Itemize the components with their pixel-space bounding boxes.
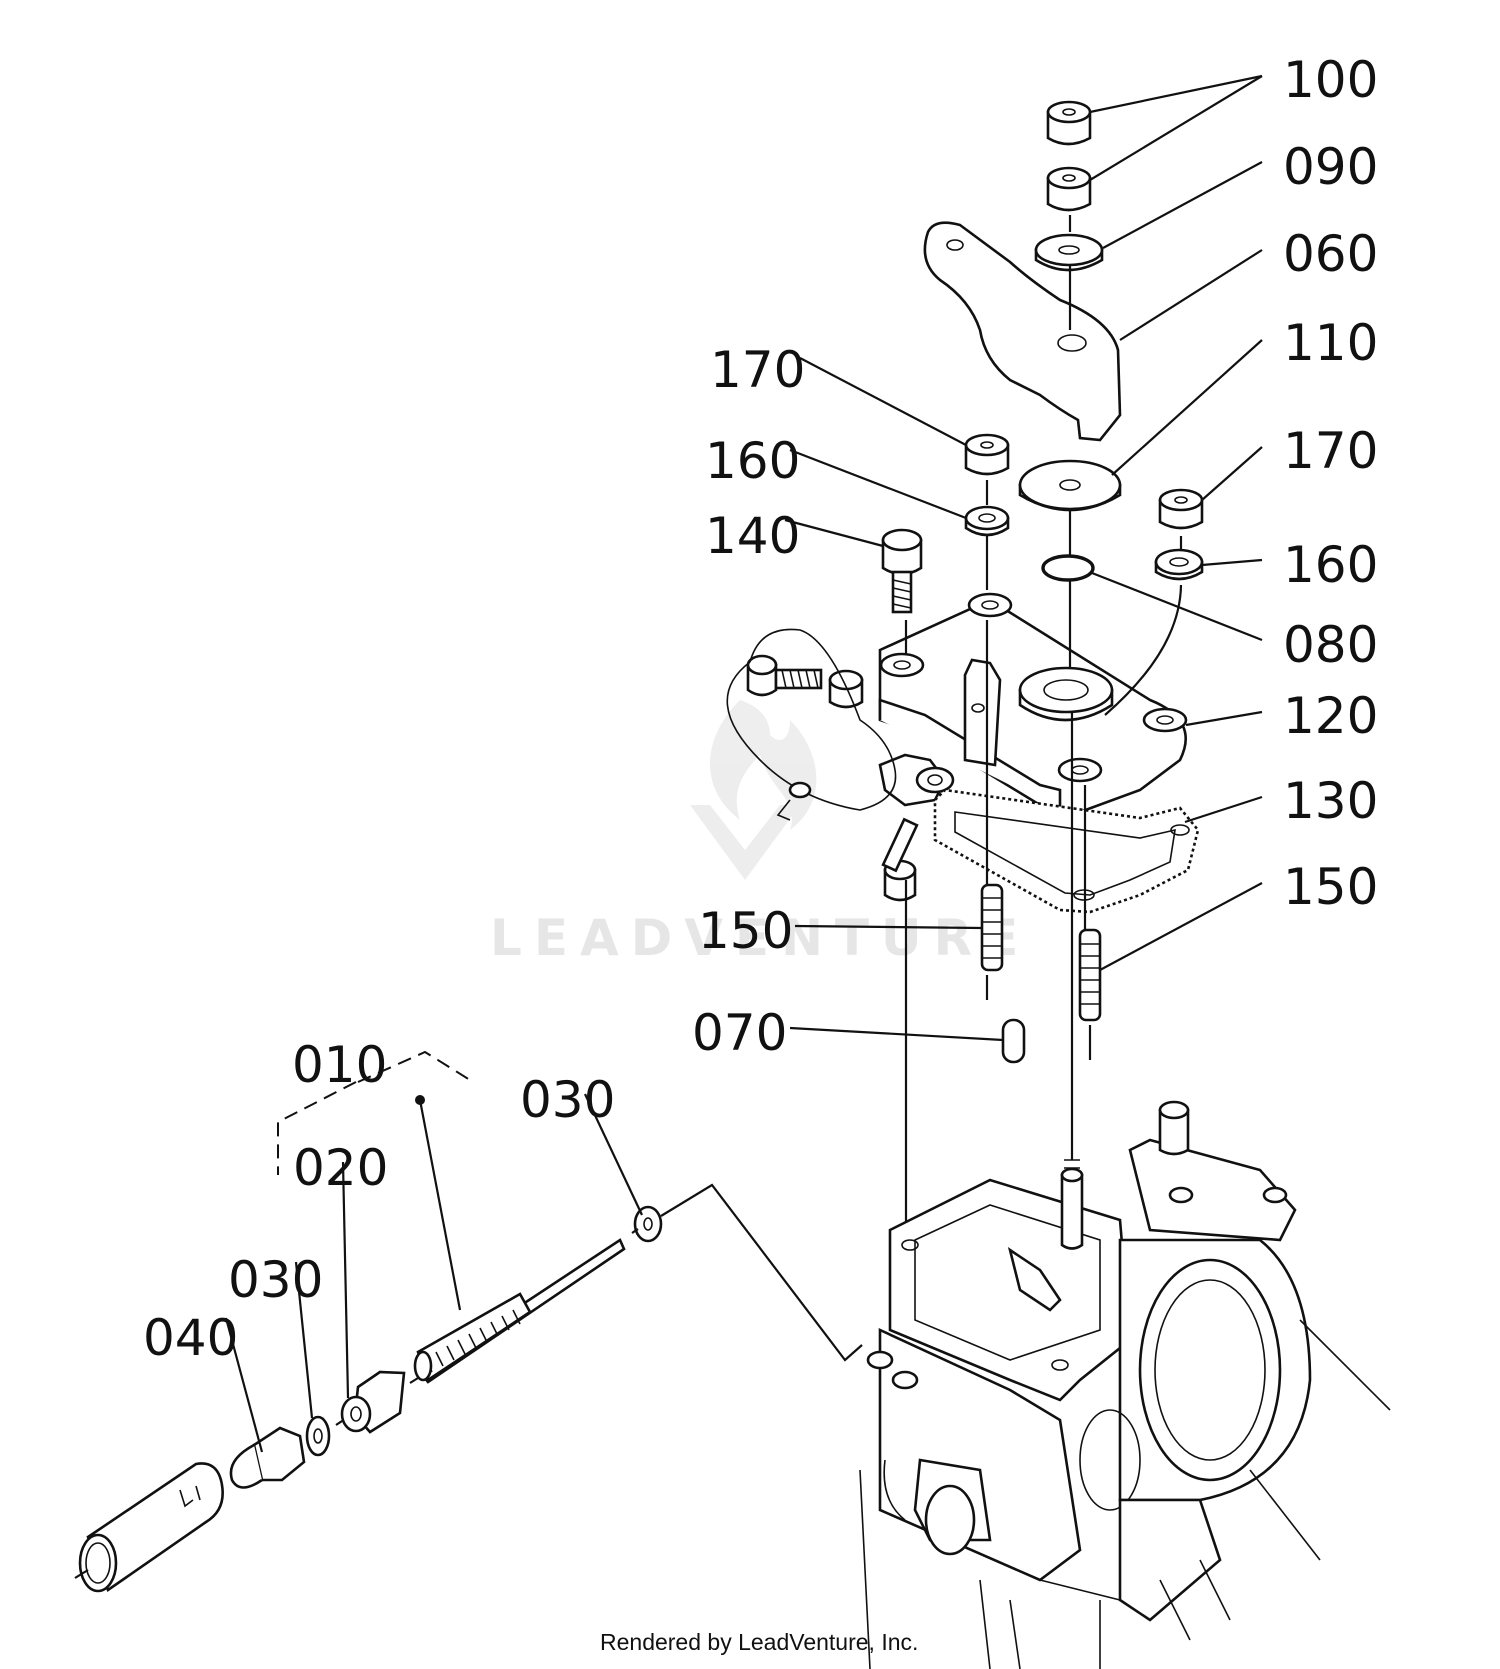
callout-100: 100 bbox=[1283, 51, 1378, 109]
watermark-text: LEADVENTURE bbox=[490, 909, 1030, 967]
washer-090 bbox=[1034, 233, 1104, 272]
leader-lines bbox=[224, 74, 1263, 1453]
washer-110 bbox=[1018, 459, 1122, 512]
callout-010: 010 bbox=[292, 1036, 387, 1094]
assembly-center-lines bbox=[904, 215, 1183, 1240]
adjusting-screw-assembly bbox=[413, 1238, 626, 1384]
cap-nut-040 bbox=[229, 1426, 306, 1489]
callout-020: 020 bbox=[293, 1139, 388, 1197]
linkage-bolt-assembly bbox=[726, 628, 919, 902]
leadventure-watermark: LEADVENTURE bbox=[490, 700, 1030, 967]
callout-150-right: 150 bbox=[1283, 858, 1378, 916]
callout-140: 140 bbox=[705, 507, 800, 565]
stud-150-left bbox=[980, 883, 1004, 972]
callout-150-left: 150 bbox=[698, 902, 793, 960]
lever-arm-060 bbox=[923, 221, 1122, 442]
stud-150-right bbox=[1078, 928, 1102, 1022]
footer-credit: Rendered by LeadVenture, Inc. bbox=[600, 1629, 918, 1655]
idle-screw-030-washer-right bbox=[633, 1205, 663, 1243]
lock-nut-020 bbox=[340, 1370, 406, 1434]
callout-110: 110 bbox=[1283, 314, 1378, 372]
callout-030-left: 030 bbox=[228, 1251, 323, 1309]
callout-080: 080 bbox=[1283, 616, 1378, 674]
callout-170-right: 170 bbox=[1283, 422, 1378, 480]
nut-100-lower bbox=[1046, 166, 1092, 212]
callout-labels: 100 090 060 110 170 170 160 160 140 080 … bbox=[143, 51, 1378, 1367]
cover-plate-120 bbox=[878, 592, 1188, 816]
nut-100-upper bbox=[1046, 100, 1092, 146]
callout-120: 120 bbox=[1283, 687, 1378, 745]
callout-160-left: 160 bbox=[705, 432, 800, 490]
key-070 bbox=[1001, 1018, 1026, 1064]
callout-170-left: 170 bbox=[710, 341, 805, 399]
sleeve-cap bbox=[78, 1462, 224, 1593]
callout-130: 130 bbox=[1283, 772, 1378, 830]
nut-170-right bbox=[1158, 488, 1204, 530]
gasket-130 bbox=[933, 788, 1200, 914]
governor-housing bbox=[859, 1100, 1391, 1669]
washer-160-right bbox=[1154, 548, 1204, 581]
callout-060: 060 bbox=[1283, 225, 1378, 283]
callout-090: 090 bbox=[1283, 138, 1378, 196]
callout-030-right: 030 bbox=[520, 1071, 615, 1129]
washer-030-left bbox=[305, 1415, 331, 1457]
callout-040: 040 bbox=[143, 1309, 238, 1367]
washer-160-left bbox=[964, 505, 1010, 537]
callout-070: 070 bbox=[692, 1004, 787, 1062]
callout-160-right: 160 bbox=[1283, 536, 1378, 594]
adjuster-center-line bbox=[74, 1183, 863, 1579]
bolt-140 bbox=[881, 528, 923, 614]
nut-170-left bbox=[964, 433, 1010, 476]
o-ring-080 bbox=[1041, 554, 1095, 582]
